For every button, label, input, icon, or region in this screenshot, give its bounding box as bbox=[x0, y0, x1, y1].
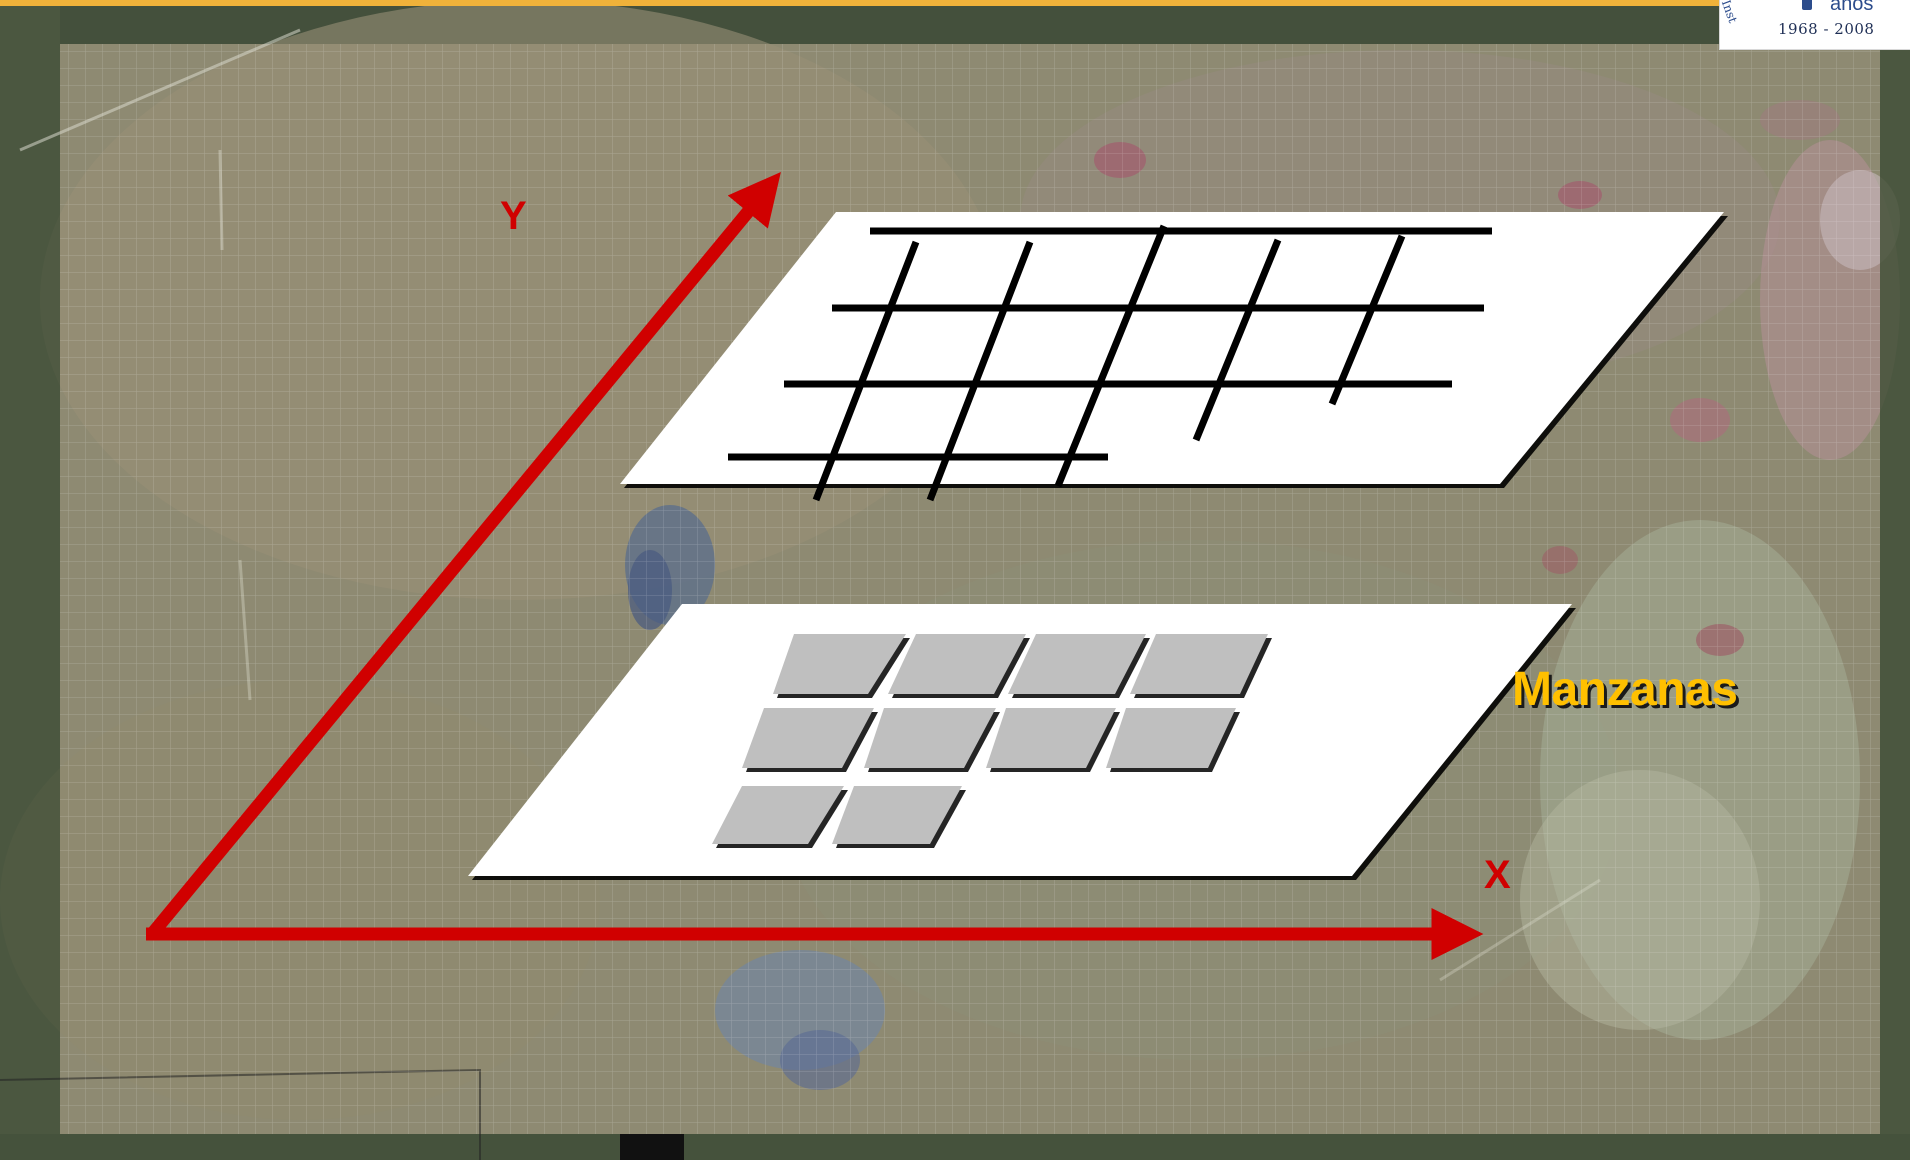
logo-mark-icon bbox=[1802, 0, 1812, 10]
x-axis-label: X bbox=[1484, 855, 1511, 895]
logo-anos-text: años bbox=[1830, 0, 1873, 16]
manzanas-label: Manzanas bbox=[1512, 666, 1737, 714]
logo-years-text: 1968 - 2008 bbox=[1778, 20, 1874, 38]
institution-logo: Inst años 1968 - 2008 bbox=[1719, 0, 1910, 50]
y-axis-label: Y bbox=[500, 196, 527, 236]
header-bar bbox=[0, 0, 1719, 6]
logo-inst-text: Inst bbox=[1719, 0, 1740, 25]
